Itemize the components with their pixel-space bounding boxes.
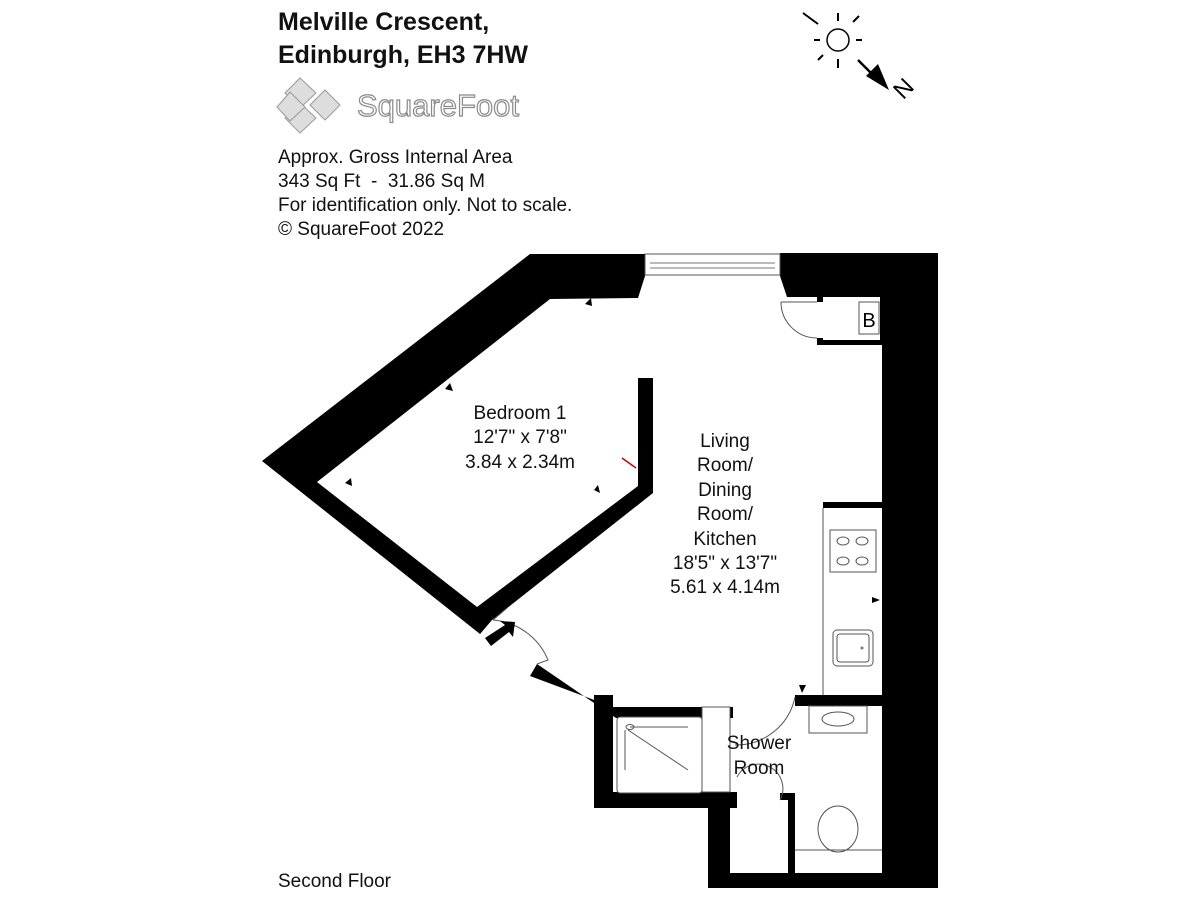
living-name-2: Room/ [697,455,754,476]
basin-bowl [821,711,855,727]
cupboard-door[interactable] [780,301,818,339]
sun-icon [802,12,862,68]
floor-label: Second Floor [278,871,392,892]
red-marker [621,457,637,469]
address-line-1: Melville Crescent, [278,8,489,36]
wall-markers [345,290,880,693]
squarefoot-logo: SquareFoot [276,77,520,134]
copyright: © SquareFoot 2022 [278,219,444,240]
inner-door[interactable] [736,763,784,801]
living-name-1: Living [700,431,750,452]
area-label: Approx. Gross Internal Area [278,147,513,168]
bedroom-imperial: 12'7" x 7'8" [473,427,567,448]
entrance-arrow-icon [485,621,515,646]
kitchen-units [822,508,877,695]
boiler-label: B [862,310,875,332]
shower-room-door[interactable] [734,696,796,746]
entrance-door[interactable] [492,619,549,665]
wash-basin [808,705,868,734]
living-name-5: Kitchen [693,529,756,550]
toilet [817,805,859,853]
hob [829,529,877,573]
boiler [858,301,880,335]
bedroom-metric: 3.84 x 2.34m [465,452,575,473]
entrance-door-leaf [492,607,508,621]
shower-name-1: Shower [727,733,792,754]
partition [701,706,731,793]
area-value: 343 Sq Ft - 31.86 Sq M [278,171,485,192]
shower-tray-details [624,724,689,771]
bedroom-name: Bedroom 1 [474,403,567,424]
shower-name-2: Room [734,758,785,779]
address-line-2: Edinburgh, EH3 7HW [278,41,528,69]
disclaimer: For identification only. Not to scale. [278,195,572,216]
kitchen-sink [832,629,874,667]
logo-text: SquareFoot [357,88,519,123]
hob-rings [836,536,869,566]
living-name-3: Dining [698,480,752,501]
north-arrow-icon [857,59,889,90]
living-metric: 5.61 x 4.14m [670,577,780,598]
compass: N [802,12,920,105]
living-imperial: 18'5" x 13'7" [673,553,777,574]
north-label: N [888,73,919,104]
window [644,253,781,276]
shower-tray [616,716,703,794]
living-name-4: Room/ [697,504,754,525]
